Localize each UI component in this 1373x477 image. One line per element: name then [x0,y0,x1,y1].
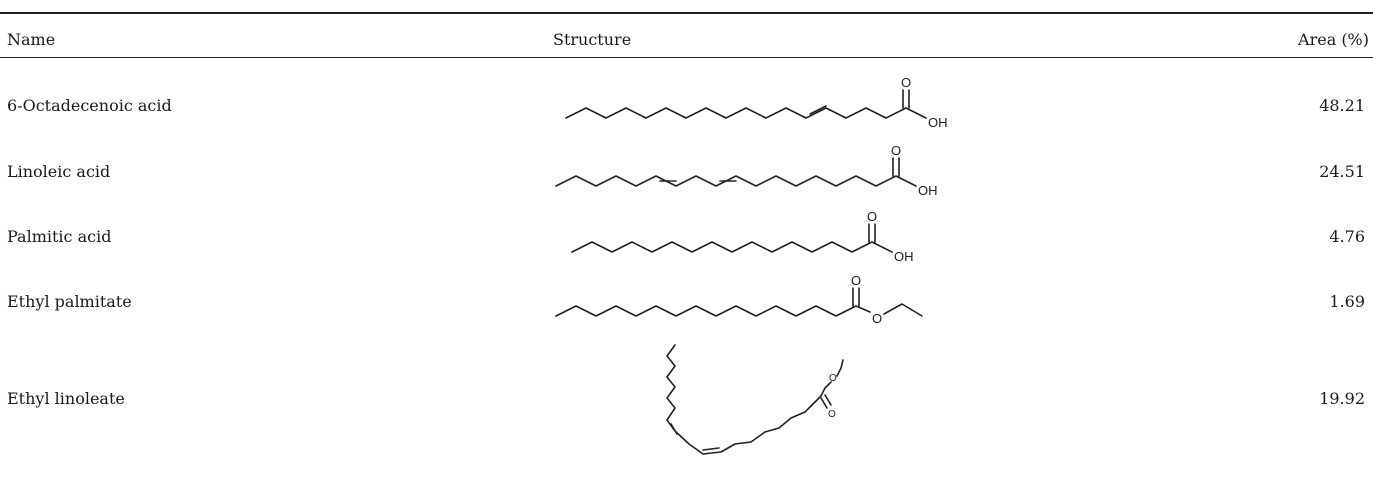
row-3-area: 4.76 [1329,227,1365,246]
row-5-carbonyl-bond-2 [824,394,832,406]
header-structure: Structure [553,30,632,49]
row-3-carbon-chain [571,241,893,253]
row-5-lower-chain [666,401,816,455]
row-2-area: 24.51 [1319,162,1365,181]
row-5-tail-chain [666,344,676,421]
row-2-hydroxyl-label: OH [918,183,938,198]
header-area: Area (%) [1298,30,1369,49]
table-header-rule [0,57,1373,58]
row-1-area: 48.21 [1319,96,1365,115]
row-5-name: Ethyl linoleate [7,389,125,408]
row-2-structure: O OH [555,143,938,198]
row-3-structure: O OH [571,209,914,264]
row-4-carbonyl-oxygen: O [851,273,861,288]
row-5-area: 19.92 [1319,389,1365,408]
row-4-area: 1.69 [1329,292,1365,311]
row-4-carbon-chain [555,305,871,317]
row-2-carbon-chain [555,175,917,187]
row-1-name: 6-Octadecenoic acid [7,96,172,115]
table-top-rule [0,12,1373,14]
row-4-name: Ethyl palmitate [7,292,132,311]
row-4-ester-oxygen: O [872,311,882,326]
row-2-name: Linoleic acid [7,162,111,181]
row-2-carbonyl-oxygen: O [891,143,901,158]
row-1-carbonyl-oxygen: O [901,75,911,90]
row-5-ethyl-group [836,359,844,377]
row-4-ethyl-group [883,303,923,317]
row-5-structure: O O [666,344,844,455]
row-5-ester-oxygen: O [829,373,837,384]
row-1-structure: O OH [565,75,948,130]
row-5-double-bond-2 [702,447,720,451]
row-3-hydroxyl-label: OH [894,249,914,264]
row-1-hydroxyl-label: OH [928,115,948,130]
row-1-double-bond [809,105,827,115]
row-5-carbonyl-bond [820,397,828,409]
row-5-ester-chain [814,381,832,403]
row-5-carbonyl-oxygen: O [828,409,836,420]
header-name: Name [7,30,56,49]
row-4-structure: O O [555,273,923,326]
row-5-double-bond-1 [670,423,678,435]
row-3-carbonyl-oxygen: O [867,209,877,224]
row-1-carbon-chain [565,107,927,119]
row-3-name: Palmitic acid [7,227,112,246]
